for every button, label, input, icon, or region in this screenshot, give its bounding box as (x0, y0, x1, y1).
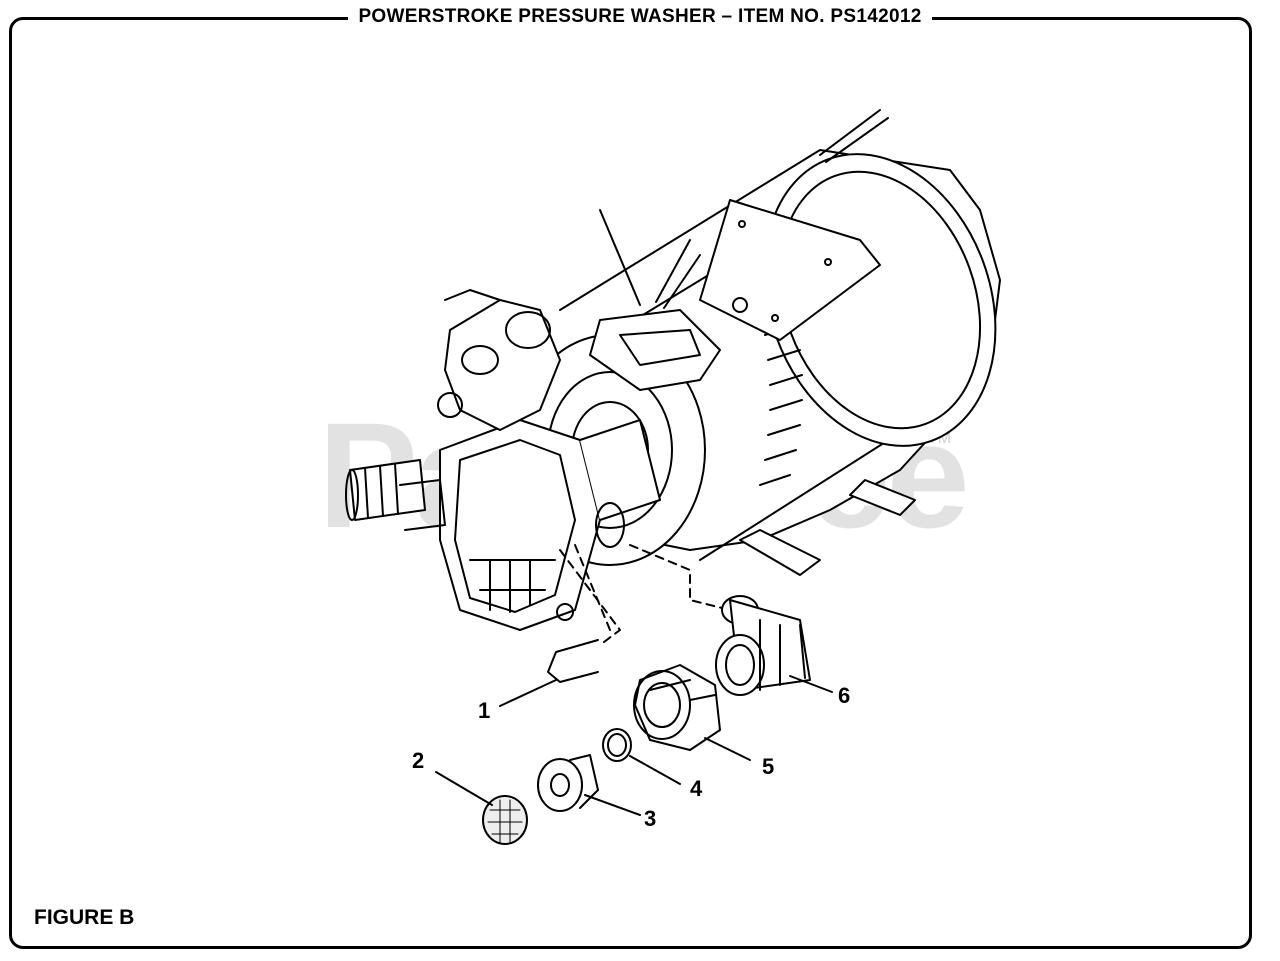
callout-6: 6 (838, 683, 851, 708)
callout-2: 2 (412, 748, 425, 773)
inlet-adapter-shape (537, 754, 599, 812)
callout-1: 1 (478, 698, 491, 723)
hose-nut-shape (633, 664, 721, 751)
callout-3: 3 (644, 806, 657, 831)
figure-label: FIGURE B (34, 906, 135, 929)
page-title: POWERSTROKE PRESSURE WASHER – ITEM NO. P… (348, 6, 932, 27)
u-clip-shape (547, 639, 599, 683)
callout-4: 4 (690, 776, 703, 801)
motor-assembly (514, 109, 1001, 576)
filter-screen-shape (482, 795, 528, 845)
pump-assembly (345, 289, 661, 631)
exploded-parts (435, 544, 833, 845)
inlet-fitting-shape (715, 595, 811, 696)
title-bar: POWERSTROKE PRESSURE WASHER – ITEM NO. P… (0, 6, 1280, 28)
callout-5: 5 (762, 754, 775, 779)
